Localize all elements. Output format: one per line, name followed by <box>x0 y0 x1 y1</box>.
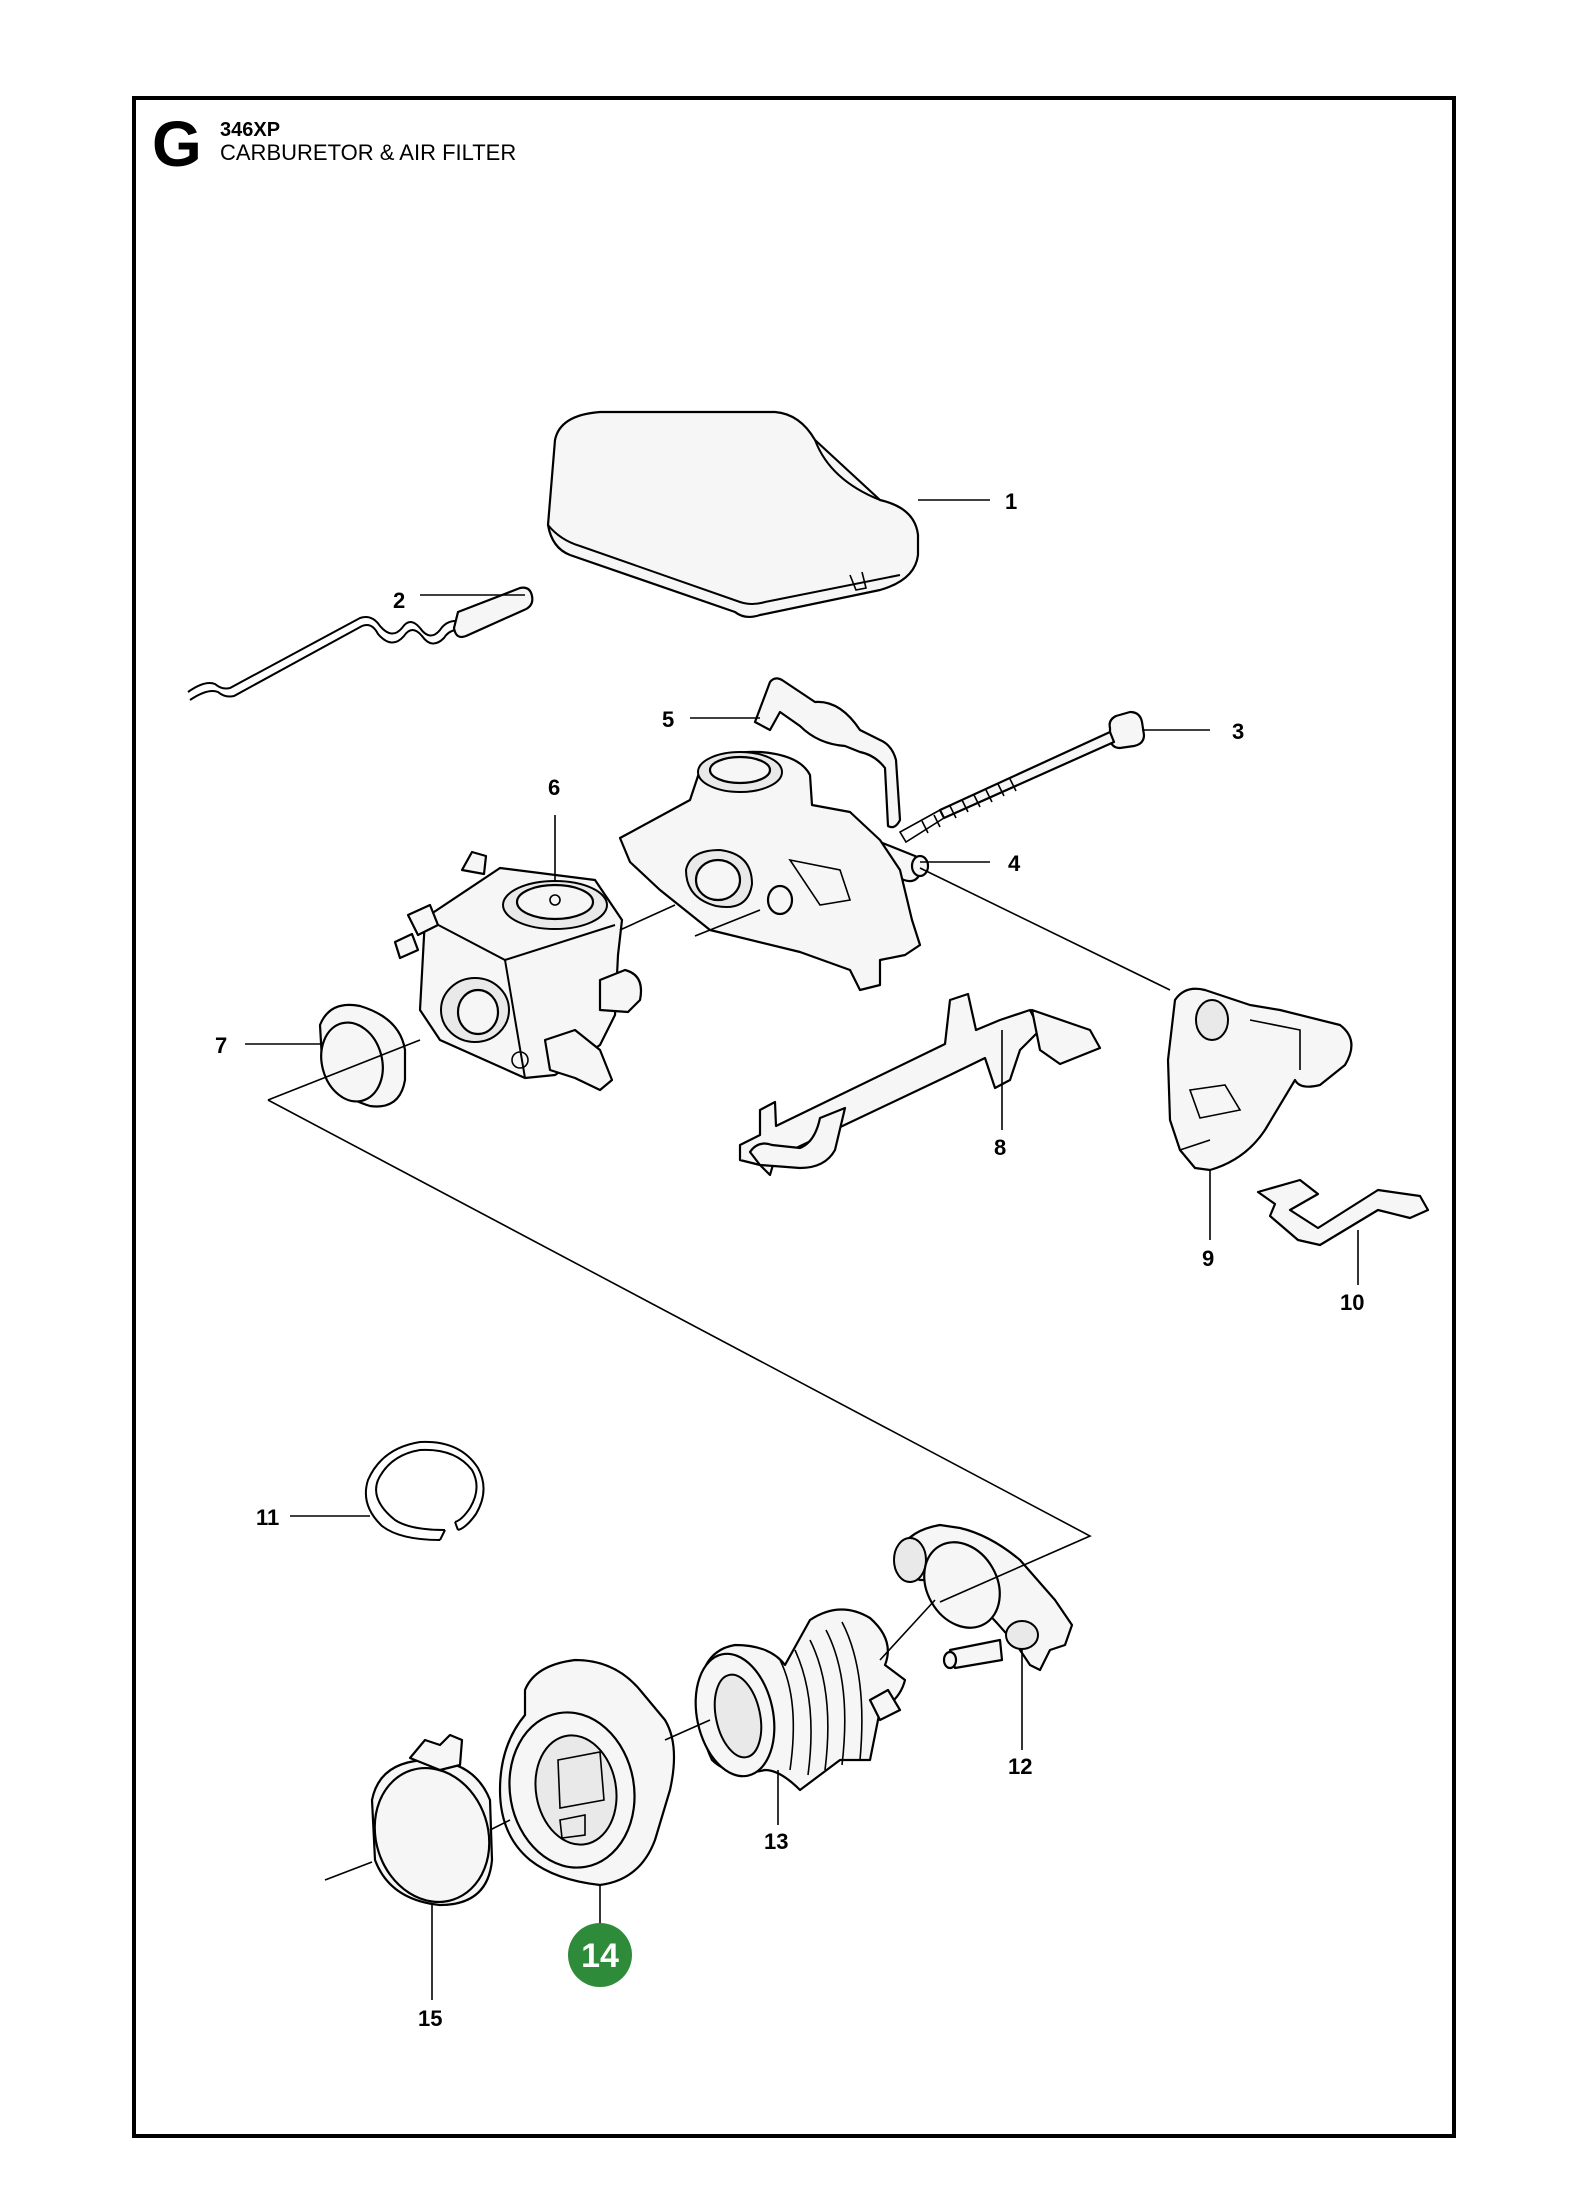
part-8-throttle-rod[interactable] <box>738 992 1102 1177</box>
part-13-intake-boot[interactable] <box>685 1608 907 1792</box>
carburetor-holder-body <box>618 750 922 992</box>
part-2-choke-rod[interactable] <box>187 586 534 701</box>
callout-14-highlight[interactable]: 14 <box>568 1923 632 1987</box>
callout-15: 15 <box>418 2006 442 2031</box>
callout-labels: 1 2 3 4 5 6 7 8 9 10 11 12 13 15 <box>215 489 1364 2031</box>
leader-lines <box>245 499 1359 2000</box>
diagram-title: CARBURETOR & AIR FILTER <box>220 140 517 165</box>
part-9-trigger-housing[interactable] <box>1166 987 1353 1172</box>
assembly-lines <box>267 867 1171 1881</box>
callout-6: 6 <box>548 775 560 800</box>
part-3-bolt[interactable] <box>898 710 1146 844</box>
part-7-gasket-ring[interactable] <box>313 1003 407 1109</box>
part-10-spring-clip[interactable] <box>1256 1178 1430 1247</box>
callout-7: 7 <box>215 1033 227 1058</box>
callout-12: 12 <box>1008 1754 1032 1779</box>
part-14-intake-adapter[interactable] <box>497 1658 676 1887</box>
callout-1: 1 <box>1005 489 1017 514</box>
callout-4: 4 <box>1008 851 1021 876</box>
part-15-hose-clamp[interactable] <box>358 1733 507 1917</box>
part-1-air-filter-cover[interactable] <box>546 410 920 619</box>
callout-2: 2 <box>393 588 405 613</box>
callout-5: 5 <box>662 707 674 732</box>
callout-14: 14 <box>581 1937 619 1975</box>
part-5-holder-bracket[interactable] <box>753 677 902 829</box>
highlight-badge <box>568 1923 632 1987</box>
callout-3: 3 <box>1232 719 1244 744</box>
part-6-carburetor[interactable] <box>393 850 643 1092</box>
callout-9: 9 <box>1202 1246 1214 1271</box>
callout-13: 13 <box>764 1829 788 1854</box>
part-11-circlip[interactable] <box>364 1440 485 1541</box>
callout-8: 8 <box>994 1135 1006 1160</box>
section-letter: G <box>152 108 202 180</box>
page-frame <box>132 96 1456 2138</box>
callout-11: 11 <box>256 1505 279 1530</box>
callout-10: 10 <box>1340 1290 1364 1315</box>
model-number: 346XP <box>220 119 281 141</box>
part-12-clamp[interactable] <box>893 1523 1074 1672</box>
